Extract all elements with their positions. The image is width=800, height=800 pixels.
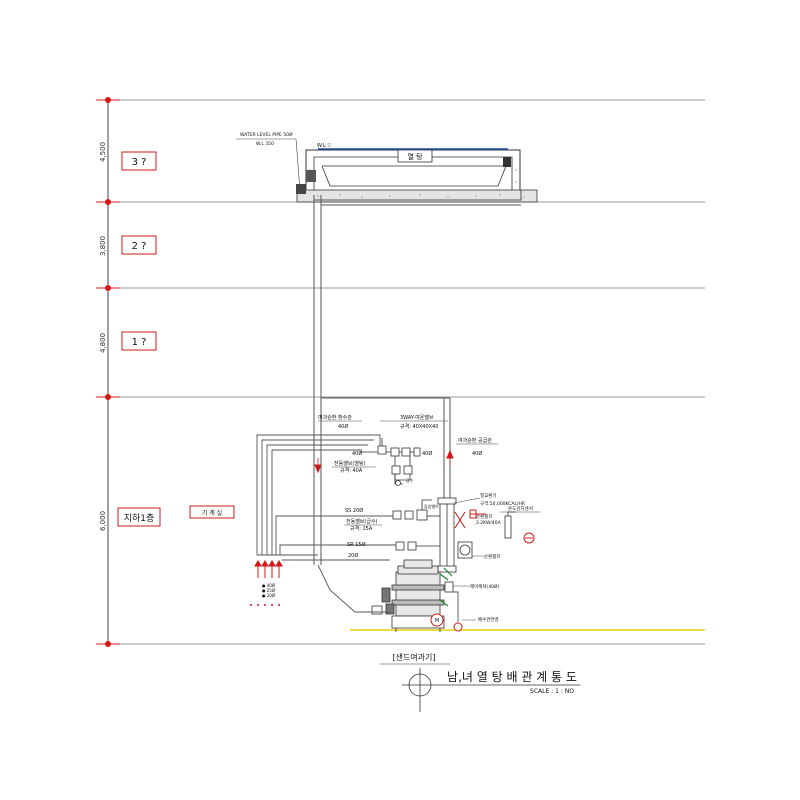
legend-dots: [250, 604, 280, 606]
left-pipe-bundle: [256, 434, 400, 561]
recirc-pump-label: 순환펌프: [484, 553, 501, 560]
pump-motor: M: [430, 613, 444, 627]
three-way-label: 3WAY-여온밸브: [400, 414, 434, 421]
heat-exchanger-label: 열교환기: [480, 492, 497, 499]
pump-mark: M: [435, 618, 439, 624]
temp-sensor: [504, 511, 516, 539]
floor-label-2: 2 ?: [121, 235, 157, 255]
machine-room-label: 기 계 실: [189, 505, 235, 519]
wl-mark: W.L ▽: [317, 143, 331, 149]
ss20-label: SS 20Ø: [345, 507, 363, 514]
floor-label-3-text: 3 ?: [132, 157, 147, 168]
motor-valve2-spec: 규격: 15A: [350, 525, 373, 532]
tank-name: 열 탕: [407, 152, 423, 161]
motor-valve-label: 전동밸브(열탕): [334, 460, 366, 467]
dimension-line: [96, 97, 120, 647]
valve-label: 감압밸브: [424, 503, 439, 509]
heat-exchanger: [437, 497, 457, 573]
title-block: 남,녀 열 탕 배 관 계 통 도 SCALE : 1 : NO: [402, 668, 580, 712]
d20-label: 20Ø: [348, 552, 358, 559]
floor-label-2-text: 2 ?: [132, 241, 147, 252]
dim-text-3: 4,800: [99, 333, 107, 353]
hot-tank: 열 탕: [296, 148, 538, 203]
machine-room-text: 기 계 실: [202, 509, 222, 517]
dim-text-4: 6,000: [99, 511, 107, 531]
flow-arrows: [314, 449, 454, 474]
return-pipe-label: 여과순환 환수관: [318, 414, 352, 421]
return-size-label: 40Ø: [338, 423, 348, 430]
dim-text-2: 3,800: [99, 236, 107, 256]
diagram-title: 남,녀 열 탕 배 관 계 통 도: [447, 670, 577, 684]
hairball-label: 헤어캐쳐(40Ø): [470, 583, 500, 590]
filter-inlet-pipe: [317, 564, 390, 613]
pump-line2: 2.2KW/40A: [476, 520, 502, 526]
floor-label-b1: 지하1층: [117, 507, 161, 527]
motor-valve-spec: 규격: 40A: [340, 467, 363, 474]
hair-catcher: [444, 581, 454, 593]
small-supply-label: 급수: [406, 477, 414, 483]
legend-r3: ● 20Ø: [262, 593, 275, 598]
valve-cluster-upper: [360, 438, 421, 486]
drain-pump: [453, 622, 463, 632]
thermometer-icon: [523, 532, 535, 544]
floor-label-b1-text: 지하1층: [124, 513, 155, 524]
floor-label-3: 3 ?: [121, 151, 157, 171]
red-connector: [454, 509, 486, 529]
water-level-pipe-label: WATER LEVEL PIPE 50Ø: [240, 131, 293, 138]
right-40-label: 40Ø: [422, 450, 432, 457]
drain-pipe: [450, 591, 459, 622]
water-level-sub-label: W.L 350: [256, 141, 274, 147]
drain-pump-label: 배수관연결: [478, 616, 499, 623]
check-valves: [439, 567, 453, 607]
floor-label-1: 1 ?: [121, 331, 157, 351]
pump-line1: 순환펌프: [476, 513, 493, 520]
valve-ss20: [392, 499, 440, 521]
filter-valves: [371, 587, 395, 615]
left-40-label: 40Ø: [352, 450, 362, 457]
filter-label: [샌드여과기]: [392, 652, 435, 662]
main-risers: [313, 190, 522, 565]
floor-label-1-text: 1 ?: [132, 337, 147, 348]
motor-valve2-label: 전동밸브(급수): [346, 518, 378, 525]
valve-sr15: [395, 541, 440, 551]
legend-r1: ● 40Ø: [262, 583, 275, 588]
three-way-spec: 규격: 40X40X40: [400, 423, 438, 430]
dim-text-1: 4,500: [99, 142, 107, 162]
supply-pipe-label: 여과순환 공급관: [458, 437, 492, 444]
sr15-label: SR 15Ø: [347, 541, 366, 548]
heat-exchanger-spec: 규격:50,000KCAL/HR: [480, 500, 525, 507]
scale-label: SCALE : 1 : NO: [530, 688, 574, 695]
legend-r2: ● 25Ø: [262, 588, 275, 593]
recirc-pump: [457, 541, 473, 559]
temp-sensor-label: 온도감지센서: [508, 505, 533, 512]
floor-lines: [108, 99, 705, 645]
inlet-arrows: [254, 560, 283, 578]
supply-size-label: 40Ø: [472, 450, 482, 457]
